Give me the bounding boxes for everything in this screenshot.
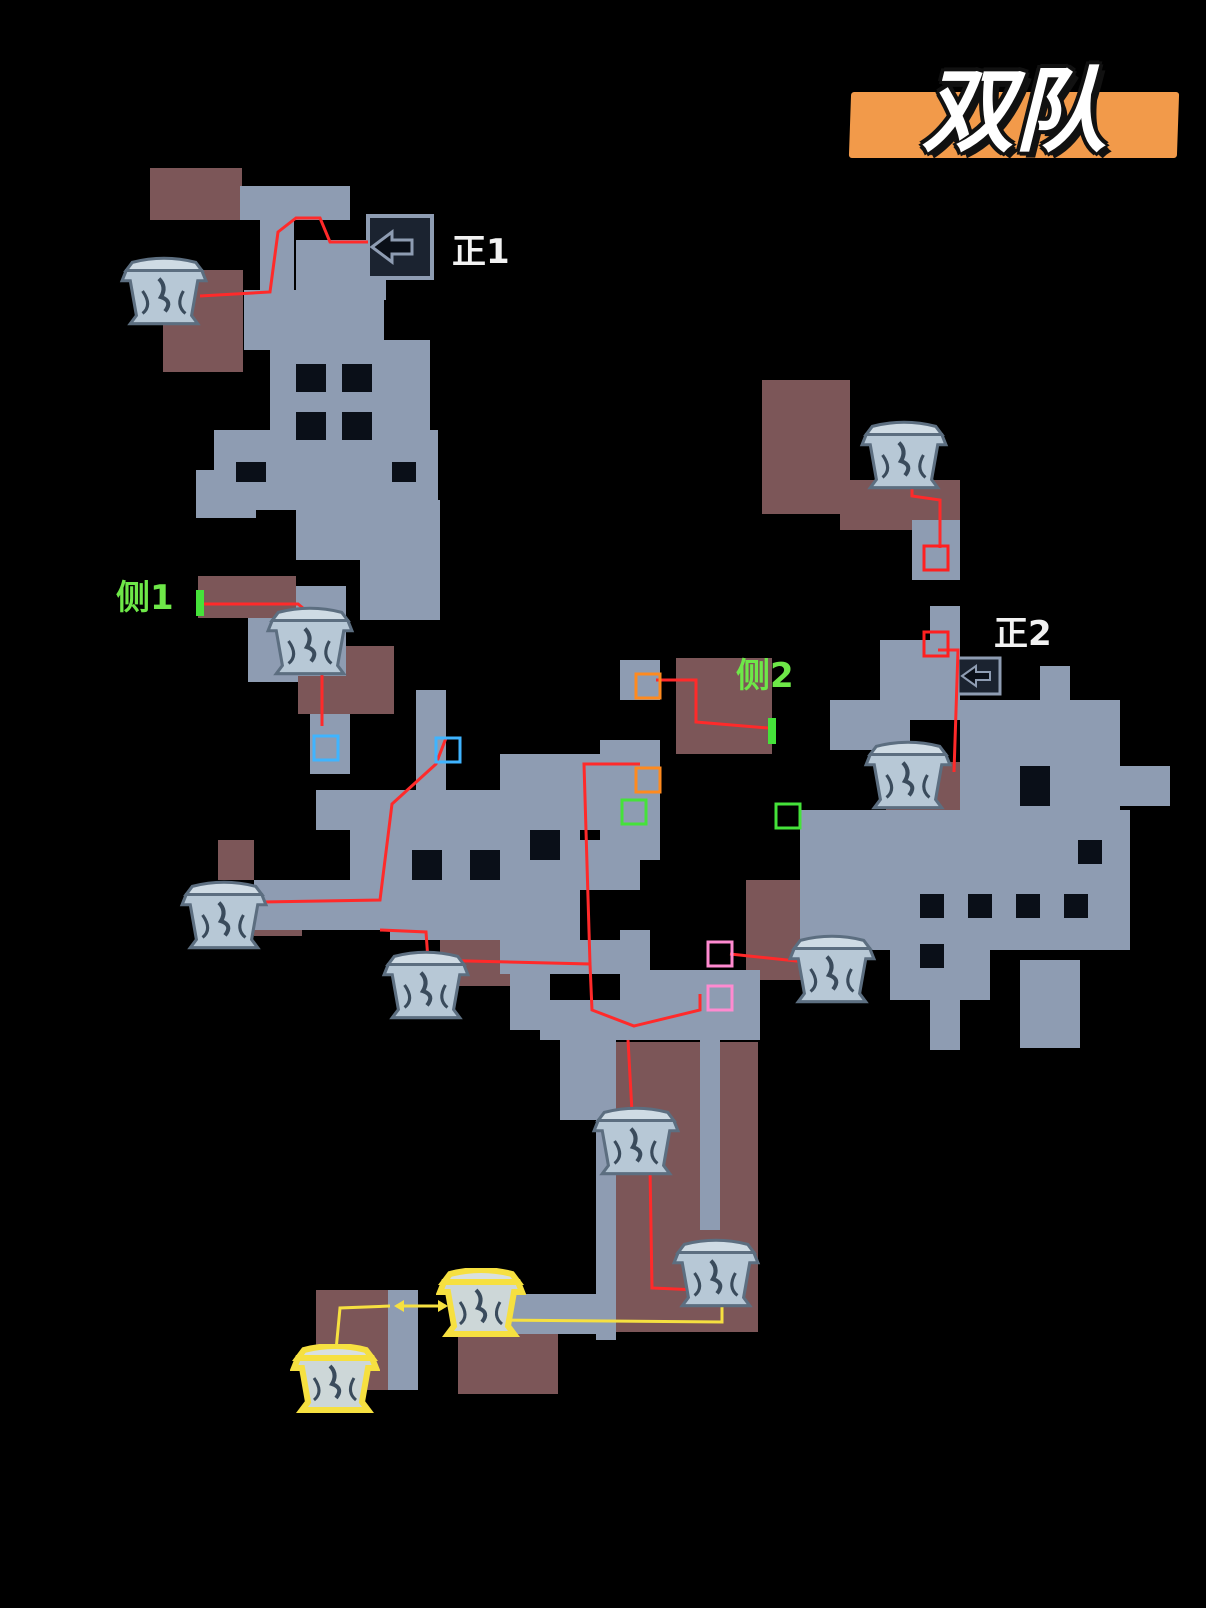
room [458, 1330, 558, 1394]
corridor [700, 1040, 720, 1230]
corridor [360, 500, 440, 620]
room [762, 380, 850, 514]
corridor [800, 810, 1130, 950]
marker-red [922, 544, 950, 572]
side-entry-bar [768, 718, 776, 744]
wall-block [296, 412, 326, 440]
marker-blue [312, 734, 340, 762]
treasure-chest-icon [594, 1108, 678, 1173]
route-main-1 [199, 216, 368, 298]
route-central-3 [582, 762, 640, 965]
title-banner: 双队 [848, 58, 1180, 170]
wall-block [1064, 894, 1088, 918]
marker-pink [706, 940, 734, 968]
yellow-route [334, 1300, 724, 1351]
wall-block [920, 894, 944, 918]
entrance-arrow [960, 664, 991, 688]
treasure-chest-icon [866, 742, 950, 807]
corridor [1100, 766, 1170, 806]
corridor [254, 880, 364, 930]
treasure-chest-icon [790, 936, 874, 1001]
corridor [1020, 960, 1080, 1048]
treasure-chest-icon [862, 422, 946, 487]
label-side-1: 侧1 [116, 578, 174, 618]
label-main-2: 正2 [994, 614, 1052, 654]
corridor [1040, 666, 1070, 726]
entrance-arrow-icon [366, 214, 434, 280]
corridor [580, 840, 640, 890]
side-entry-bar [196, 590, 204, 616]
route-central [261, 737, 448, 904]
label-side-2: 侧2 [736, 656, 794, 696]
arrow-left-icon [394, 1300, 404, 1312]
corridor [930, 990, 960, 1050]
room [676, 658, 772, 754]
corridor [620, 930, 650, 1010]
room [218, 840, 254, 880]
corridor [310, 714, 350, 774]
wall-block [470, 850, 500, 880]
arrow-right-icon [438, 1300, 448, 1312]
marker-red [922, 630, 950, 658]
treasure-chest-icon [182, 882, 266, 947]
wall-block [968, 894, 992, 918]
route-yellow [334, 1304, 391, 1351]
yellow-treasure-chest-icon [294, 1346, 376, 1410]
route-main-2 [938, 648, 960, 773]
corridor [650, 970, 760, 1010]
corridor [416, 690, 446, 800]
wall-block [920, 944, 944, 968]
route-side-2 [656, 678, 769, 730]
treasure-chest-icon [268, 608, 352, 673]
page-title: 双队 [922, 58, 1107, 165]
treasure-chest-icon [122, 258, 206, 323]
markers [312, 544, 950, 1012]
wall-blocks [236, 364, 1102, 968]
marker-orange [634, 766, 662, 794]
route-yellow-2 [493, 1300, 724, 1324]
yellow-treasure-chest-icon [440, 1270, 522, 1334]
route-central-2 [379, 928, 702, 1028]
treasure-chest-icon [674, 1240, 758, 1305]
corridor [240, 186, 350, 220]
wall-block [1016, 894, 1040, 918]
wall-block [530, 830, 560, 860]
entrance-arrow-icon [956, 656, 1002, 696]
entrance-arrow [369, 229, 414, 265]
red-routes [199, 216, 960, 1292]
marker-green [620, 798, 648, 826]
treasure-chest-icon [384, 952, 468, 1017]
marker-blue [434, 736, 462, 764]
marker-green [774, 802, 802, 830]
wall-block [342, 364, 372, 392]
wall-block [342, 412, 372, 440]
wall-block [392, 462, 416, 482]
marker-orange [634, 672, 662, 700]
label-main-1: 正1 [452, 232, 510, 272]
route-pink [729, 952, 807, 964]
route-south-2 [648, 1167, 699, 1292]
wall-block [1020, 766, 1050, 806]
wall-block [1078, 840, 1102, 864]
room [150, 168, 242, 220]
marker-pink [706, 984, 734, 1012]
wall-block [296, 364, 326, 392]
wall-block [236, 462, 266, 482]
corridor [620, 660, 660, 700]
route-south [626, 1039, 634, 1113]
wall-block [412, 850, 442, 880]
